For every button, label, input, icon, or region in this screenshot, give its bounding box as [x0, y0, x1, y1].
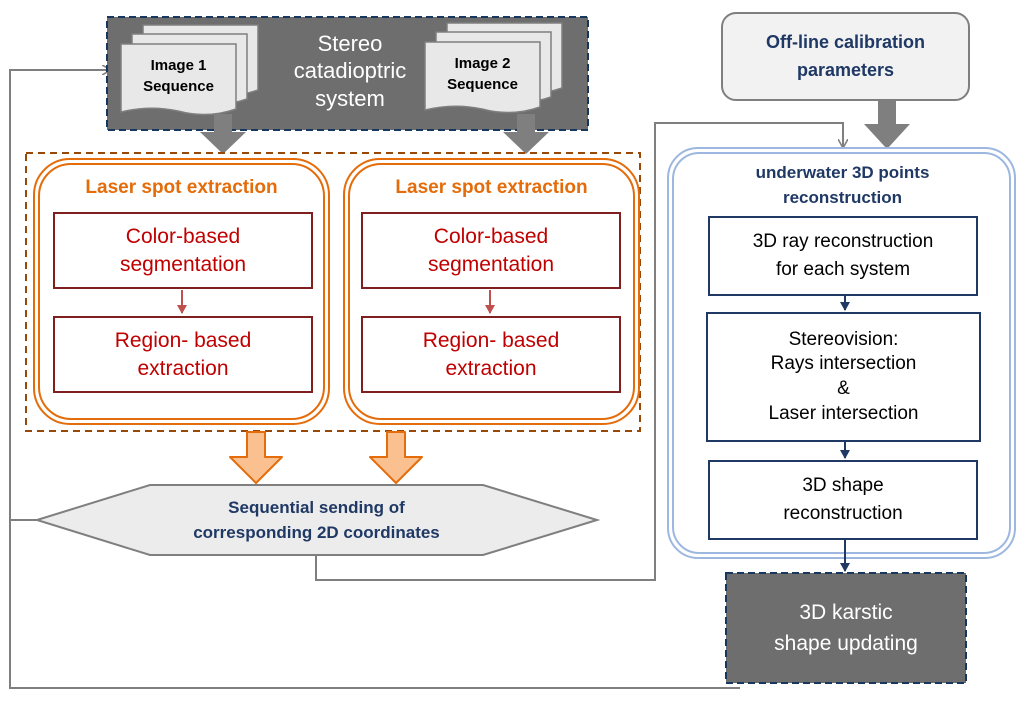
right-region-label: Region- based extraction	[422, 329, 560, 380]
ray-reconstruction-box	[708, 216, 978, 296]
stereo-system-label: Stereo catadioptric system	[293, 30, 407, 111]
left-region-label: Region- based extraction	[114, 329, 252, 380]
right-region-box	[361, 316, 621, 393]
left-laser-module-title: Laser spot extraction	[85, 177, 278, 199]
left-segmentation-box	[53, 212, 313, 289]
shape-reconstruction-box	[708, 460, 978, 540]
calibration-label: Off-line calibration parameters	[765, 31, 925, 80]
stereovision-label: Stereovision: Rays intersection & Laser …	[768, 328, 919, 424]
right-laser-module-inner	[348, 163, 635, 420]
image1-sequence-stack	[120, 24, 259, 116]
karstic-update-label: 3D karstic shape updating	[774, 600, 918, 656]
right-segmentation-box	[361, 212, 621, 289]
shape-reconstruction-label: 3D shape reconstruction	[783, 475, 903, 524]
coordinates-to-reconstruction-line	[315, 122, 843, 581]
stereo-to-left-arrow	[200, 114, 246, 154]
reconstruction-title: underwater 3D points reconstruction	[755, 162, 930, 208]
right-to-sending-arrow	[369, 431, 423, 484]
left-segmentation-label: Color-based segmentation	[119, 225, 247, 276]
calibration-box	[721, 12, 970, 101]
stereo-to-right-arrow	[503, 114, 549, 154]
karstic-update-box	[725, 572, 967, 684]
stereovision-box	[706, 312, 981, 442]
image2-sequence-stack	[424, 22, 563, 114]
left-laser-module-inner	[38, 163, 325, 420]
right-laser-module-title: Laser spot extraction	[395, 177, 588, 199]
sequential-sending-hexagon	[33, 484, 601, 556]
sequential-sending-label: Sequential sending of corresponding 2D c…	[193, 497, 440, 543]
ray-reconstruction-label: 3D ray reconstruction for each system	[752, 231, 934, 280]
right-segmentation-label: Color-based segmentation	[427, 225, 555, 276]
reconstruction-module-inner	[672, 152, 1011, 554]
calibration-to-reconstruction-arrow	[864, 100, 910, 149]
feedback-loop-line	[9, 70, 740, 689]
left-to-sending-arrow	[229, 431, 283, 484]
image1-sequence-label: Image 1 Sequence	[143, 57, 214, 95]
image2-sequence-label: Image 2 Sequence	[447, 55, 518, 93]
extraction-container	[25, 152, 641, 432]
left-region-box	[53, 316, 313, 393]
